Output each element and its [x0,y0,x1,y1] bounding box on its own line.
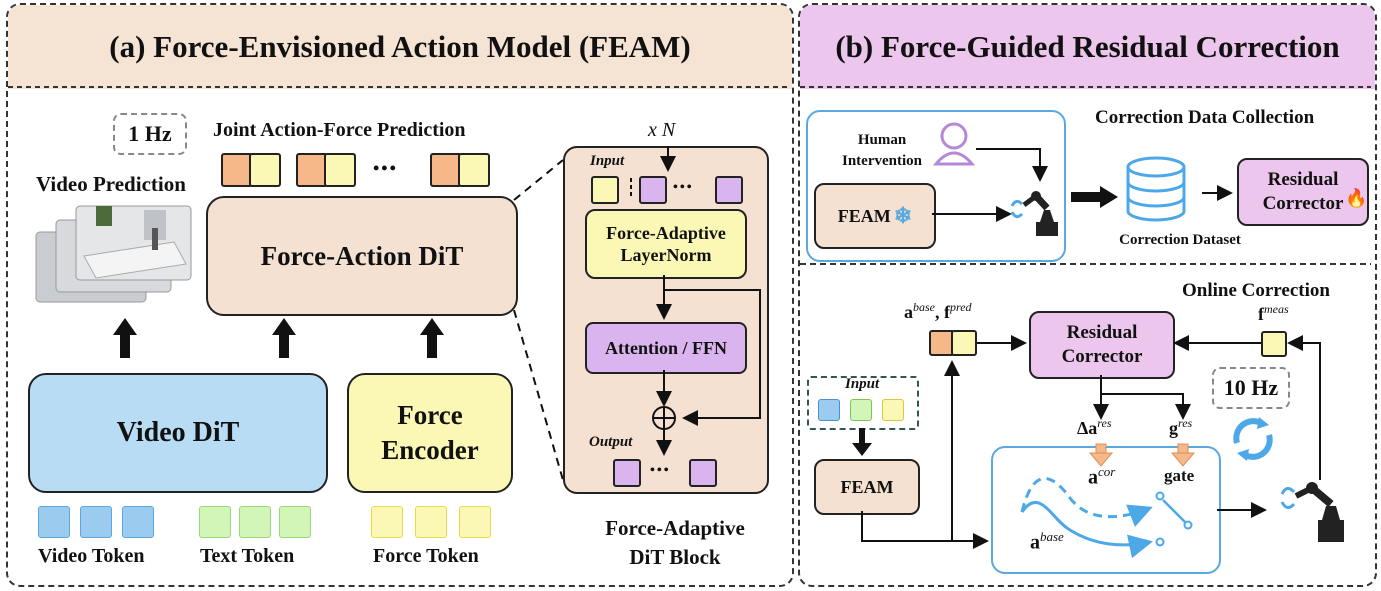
robot-arm-icon-online [1280,482,1344,542]
collection-box [806,110,1066,262]
block-output-ellipsis: ••• [650,463,671,478]
abase-fpred-label: abase, fpred [904,300,972,322]
force-token-label: Force Token [373,545,479,567]
dit-block [563,146,769,494]
robot-arm-icon [1010,191,1058,236]
feam-frozen: FEAM ❄ [814,183,936,249]
gate-label: gate [1164,466,1195,485]
acor-label: acor [1088,464,1116,489]
force-action-dit: Force-Action DiT [206,196,518,316]
video-prediction-image [34,202,194,310]
refresh-icon [1227,413,1279,465]
online-input-tokens [818,399,908,423]
ellipsis-tokens: ••• [373,158,398,178]
action-force-token-2 [296,153,356,187]
video-token-label: Video Token [38,545,145,567]
panel-b-title: (b) Force-Guided Residual Correction [835,29,1340,64]
block-output-label: Output [589,434,633,450]
fire-icon: 🔥 [1345,188,1368,208]
freq-badge: 1 Hz [113,113,187,155]
dataset-label: Correction Dataset [1119,232,1241,248]
attention-ffn: Attention / FFN [585,322,747,374]
action-force-token-1 [221,153,281,187]
video-prediction-label: Video Prediction [36,172,186,196]
panel-b: (b) Force-Guided Residual Correction [798,3,1377,587]
panel-b-header: (b) Force-Guided Residual Correction [800,5,1375,89]
residual-corrector-online: Residual Corrector [1029,311,1175,379]
panel-a: (a) Force-Envisioned Action Model (FEAM) [6,3,794,587]
human-intervention-label: Human Intervention [842,132,922,169]
video-dit: Video DiT [28,373,328,493]
force-encoder: Force Encoder [347,373,513,493]
force-adaptive-layernorm: Force-Adaptive LayerNorm [585,209,747,279]
person-icon [932,122,976,166]
block-output-tokens [613,459,723,487]
video-tokens [38,506,158,538]
fmeas-label: fmeas [1258,302,1289,324]
dit-block-caption: Force-Adaptive DiT Block [605,516,745,570]
abase-fpred-token [929,330,977,356]
panel-a-header: (a) Force-Envisioned Action Model (FEAM) [8,5,792,89]
feam-online: FEAM [814,459,920,515]
block-input-label: Input [590,153,625,169]
block-input-tokens [591,176,751,204]
fmeas-token [1261,331,1287,357]
text-tokens [199,506,319,538]
collection-title: Correction Data Collection [1095,107,1315,128]
text-token-label: Text Token [200,545,295,567]
panel-a-title: (a) Force-Envisioned Action Model (FEAM) [109,29,691,64]
online-input-label: Input [845,376,880,392]
online-title: Online Correction [1182,280,1330,301]
snowflake-icon: ❄ [893,203,913,228]
repeat-label: x N [648,119,676,141]
abase-label: abase [1030,529,1064,554]
freq-badge-10hz: 10 Hz [1212,367,1290,409]
database-icon [1126,156,1186,222]
force-tokens [371,506,491,538]
joint-prediction-label: Joint Action-Force Prediction [213,119,466,141]
action-force-token-3 [430,153,490,187]
block-input-ellipsis: ••• [673,180,694,195]
residual-corrector-top: Residual Corrector [1237,158,1369,226]
